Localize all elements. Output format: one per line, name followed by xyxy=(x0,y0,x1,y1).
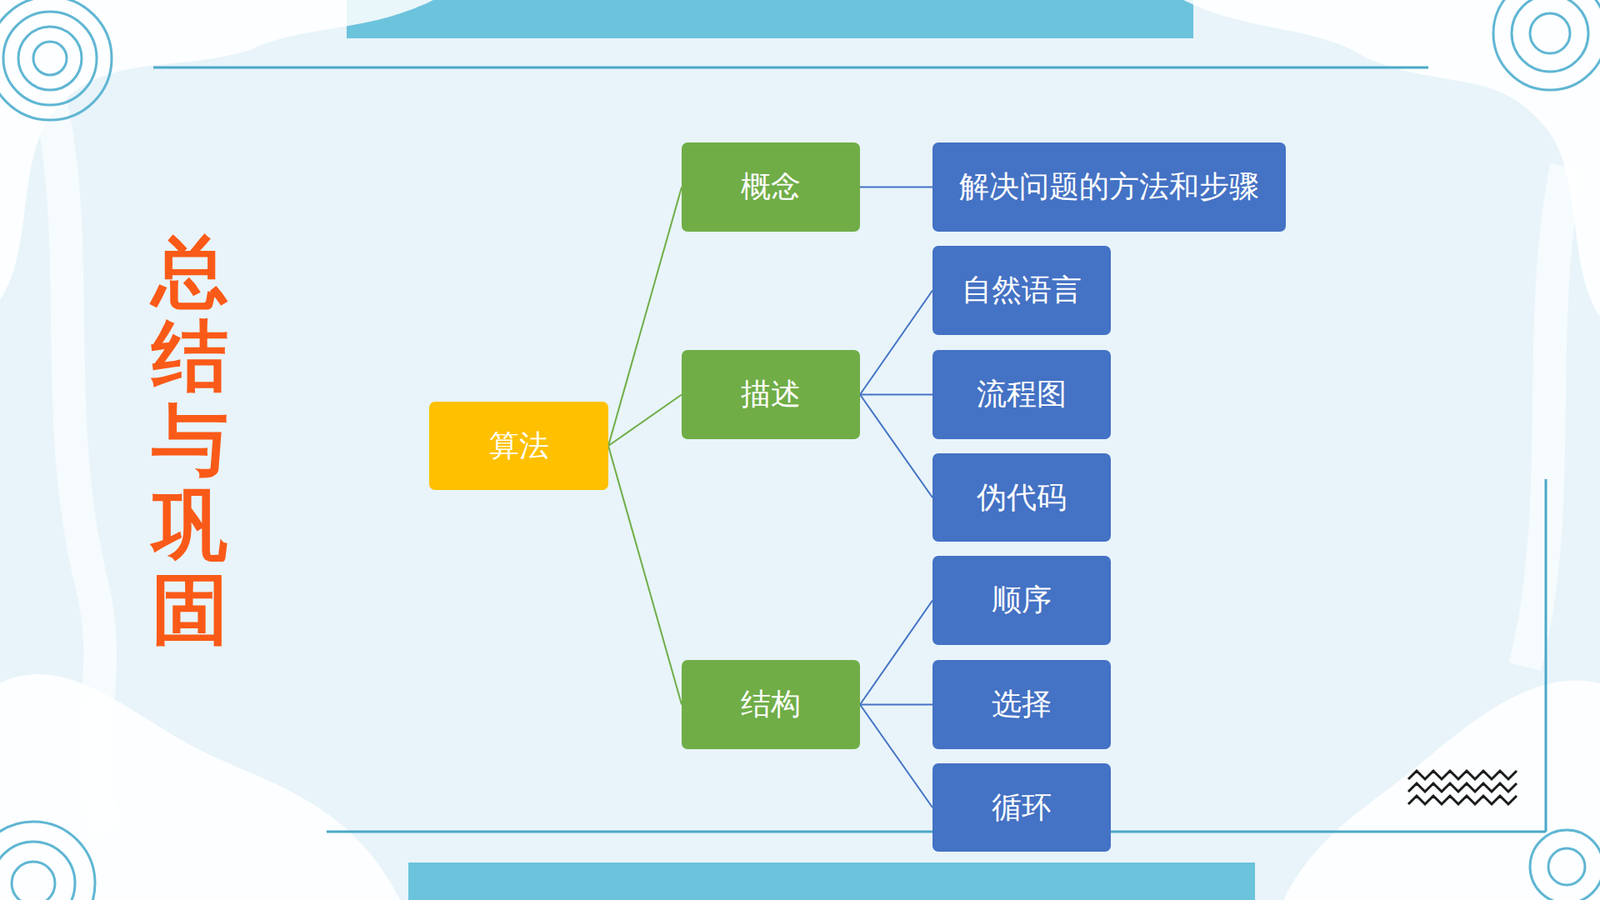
branch-line xyxy=(608,187,682,447)
branch-line xyxy=(860,705,933,809)
node-label: 概念 xyxy=(740,166,801,208)
slide-title: 总结与巩固 xyxy=(151,230,229,652)
node-label: 结构 xyxy=(740,684,801,725)
root-box: 算法 xyxy=(429,401,609,490)
branch-line xyxy=(860,290,933,395)
branch-line xyxy=(608,445,682,705)
branch-box: 描述 xyxy=(681,350,860,440)
leaf-box: 顺序 xyxy=(932,555,1111,645)
zigzag-ornament xyxy=(1408,770,1517,805)
branch-box: 结构 xyxy=(681,660,860,750)
node-label: 循环 xyxy=(991,787,1052,829)
node-label: 自然语言 xyxy=(961,270,1082,311)
branch-line xyxy=(860,394,933,396)
leaf-box: 自然语言 xyxy=(932,245,1111,335)
node-label: 解决问题的方法和步骤 xyxy=(959,166,1260,208)
leaf-box: 解决问题的方法和步骤 xyxy=(932,142,1286,232)
cloud xyxy=(0,674,400,900)
leaf-box: 选择 xyxy=(932,660,1111,750)
wave-ribbon xyxy=(50,100,109,834)
branch-line xyxy=(608,395,682,447)
branch-box: 概念 xyxy=(681,142,860,232)
leaf-box: 伪代码 xyxy=(932,453,1111,542)
node-label: 流程图 xyxy=(976,374,1067,415)
frame-line xyxy=(153,66,1429,70)
node-label: 选择 xyxy=(991,684,1052,725)
leaf-box: 循环 xyxy=(932,763,1111,852)
branch-line xyxy=(860,704,933,706)
branch-line xyxy=(860,186,933,189)
node-label: 描述 xyxy=(740,374,801,415)
top-band xyxy=(346,0,1194,39)
node-label: 伪代码 xyxy=(976,477,1067,519)
branch-line xyxy=(860,600,933,705)
frame-line xyxy=(1545,479,1548,832)
leaf-box: 流程图 xyxy=(932,350,1111,440)
node-label: 顺序 xyxy=(991,580,1052,621)
node-label: 算法 xyxy=(489,425,550,467)
branch-line xyxy=(860,395,933,499)
cloud xyxy=(1283,680,1600,900)
bottom-band xyxy=(408,862,1255,900)
